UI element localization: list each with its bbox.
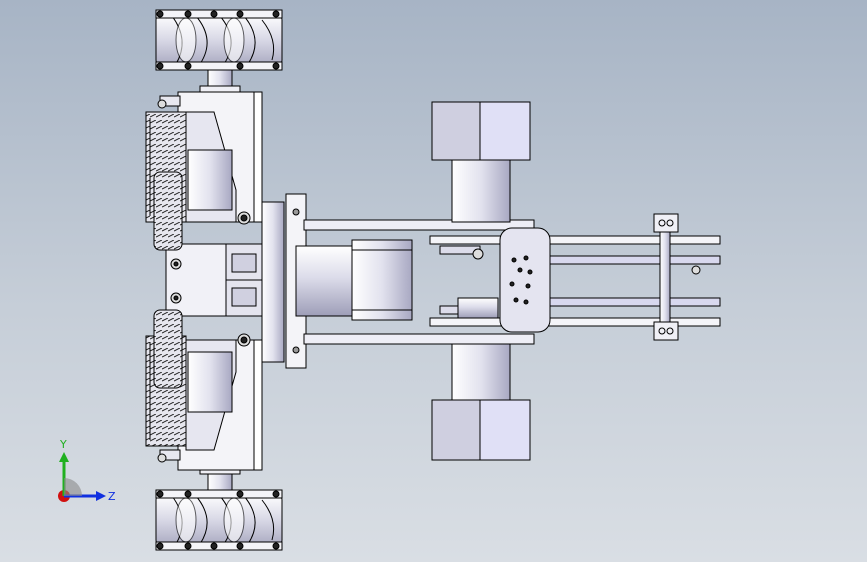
top-mecanum-wheel [155, 9, 283, 95]
coordinate-triad-icon: Y Z [58, 438, 116, 503]
y-axis-arrow [59, 452, 69, 462]
z-axis-label: Z [108, 490, 116, 503]
coordinate-triad: Y Z [50, 438, 120, 508]
bottom-mecanum-wheel [155, 465, 283, 551]
triad-shading [64, 478, 82, 496]
y-axis-label: Y [59, 438, 67, 451]
chassis-frame [159, 91, 307, 471]
arm-assembly [295, 101, 721, 461]
suspension-springs [145, 99, 187, 463]
z-axis-arrow [96, 491, 106, 501]
